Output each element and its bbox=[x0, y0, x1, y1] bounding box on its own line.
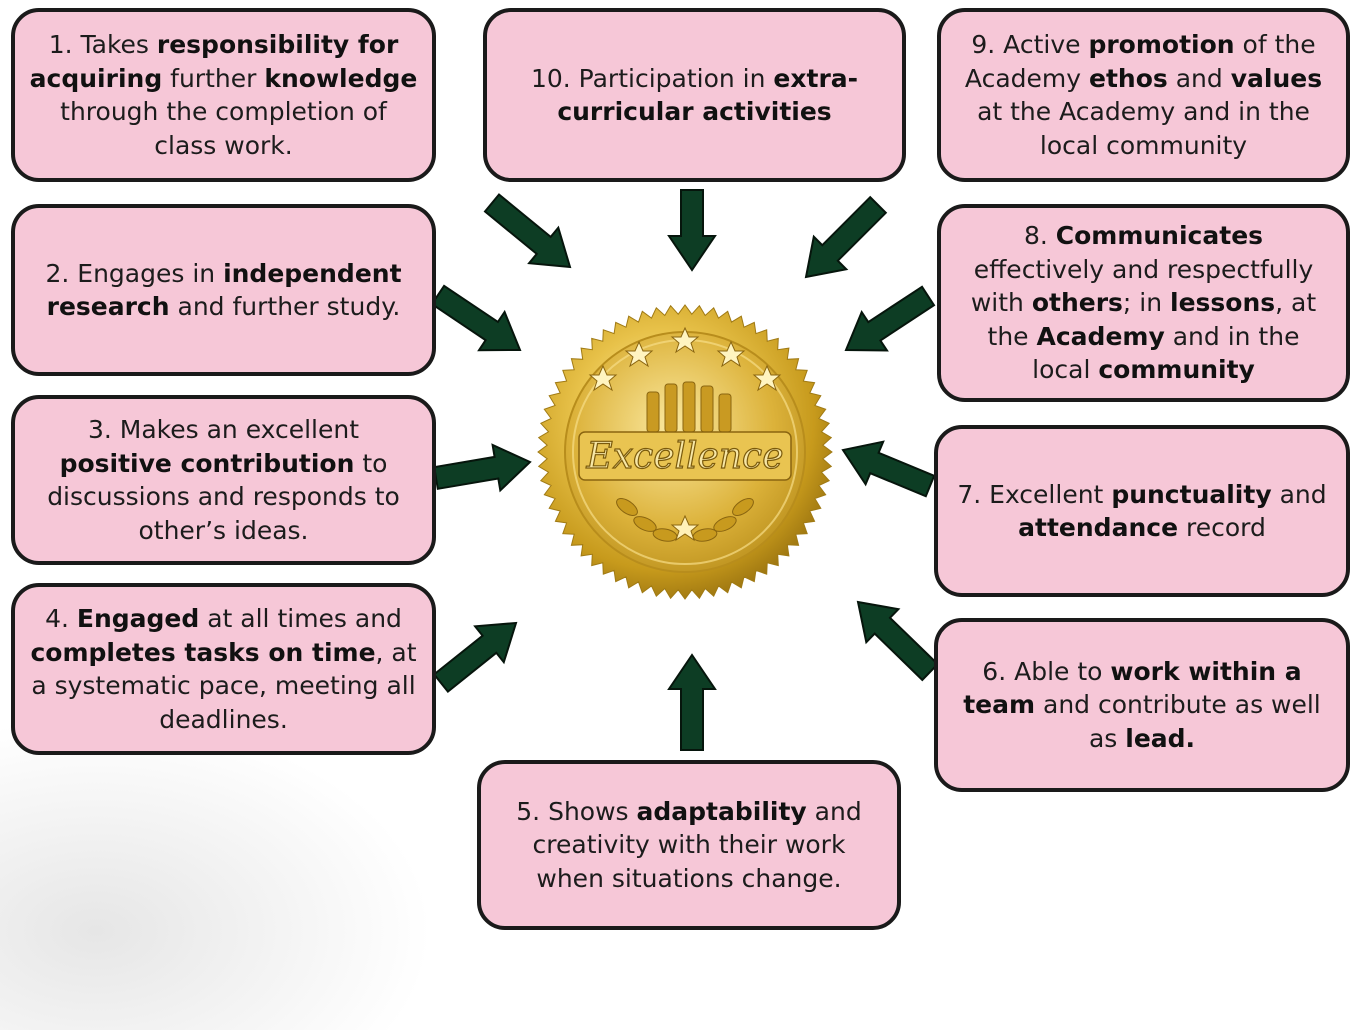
bold-phrase: others bbox=[1031, 288, 1123, 318]
item-text-6: 6. Able to work within a team and contri… bbox=[952, 655, 1332, 756]
item-box-1: 1. Takes responsibility for acquiring fu… bbox=[11, 8, 436, 182]
text-phrase: 4. bbox=[45, 604, 77, 633]
bold-phrase: extra-curricular activities bbox=[557, 63, 859, 127]
bold-phrase: community bbox=[1098, 355, 1255, 385]
arrow-from-item-8 bbox=[844, 285, 936, 352]
bold-phrase: ethos bbox=[1089, 63, 1168, 93]
item-text-9: 9. Active promotion of the Academy ethos… bbox=[955, 28, 1332, 162]
bold-phrase: lessons bbox=[1170, 288, 1276, 318]
text-phrase: 2. Engages in bbox=[45, 258, 224, 288]
bold-phrase: adaptability bbox=[636, 796, 807, 826]
arrow-from-item-3 bbox=[433, 443, 532, 493]
text-phrase: at the Academy and in the local communit… bbox=[977, 97, 1310, 160]
bold-phrase: values bbox=[1230, 63, 1323, 93]
item-text-1: 1. Takes responsibility for acquiring fu… bbox=[29, 28, 418, 162]
item-box-7: 7. Excellent punctuality and attendance … bbox=[934, 425, 1350, 597]
text-phrase: and bbox=[1167, 63, 1231, 93]
arrow-from-item-10 bbox=[667, 189, 717, 272]
item-text-7: 7. Excellent punctuality and attendance … bbox=[952, 478, 1332, 545]
text-phrase: , at the bbox=[987, 288, 1317, 351]
bold-phrase: attendance bbox=[1018, 513, 1179, 542]
bold-phrase: completes tasks on time bbox=[30, 637, 376, 667]
text-phrase: and further study. bbox=[169, 292, 401, 321]
text-phrase: effectively and respectfully with bbox=[970, 254, 1314, 318]
item-box-3: 3. Makes an excellent positive contribut… bbox=[11, 395, 436, 565]
text-phrase: 10. Participation in bbox=[530, 63, 774, 93]
text-phrase: and contribute as well as bbox=[1035, 690, 1321, 753]
item-box-8: 8. Communicates effectively and respectf… bbox=[937, 204, 1350, 402]
bold-phrase: punctuality bbox=[1111, 479, 1272, 509]
text-phrase: , at a systematic pace, meeting all dead… bbox=[31, 637, 417, 734]
item-box-5: 5. Shows adaptability and creativity wit… bbox=[477, 760, 901, 930]
bold-phrase: responsibility for acquiring bbox=[29, 30, 399, 93]
arrow-from-item-5 bbox=[667, 653, 717, 751]
item-box-9: 9. Active promotion of the Academy ethos… bbox=[937, 8, 1350, 182]
arrow-from-item-2 bbox=[430, 284, 522, 352]
arrow-from-item-7 bbox=[841, 440, 936, 498]
bold-phrase: Academy bbox=[1036, 321, 1165, 351]
text-phrase: to discussions and responds to other’s i… bbox=[47, 448, 400, 545]
text-phrase: and bbox=[1271, 479, 1327, 509]
torch-rays-icon bbox=[646, 381, 732, 433]
text-phrase: 3. Makes an excellent bbox=[87, 415, 360, 444]
item-text-4: 4. Engaged at all times and completes ta… bbox=[29, 602, 418, 736]
seal-label: Excellence bbox=[585, 436, 783, 477]
bold-phrase: lead. bbox=[1125, 723, 1196, 753]
star-icons bbox=[588, 326, 782, 392]
text-phrase: 7. Excellent bbox=[957, 479, 1112, 509]
text-phrase: ; in bbox=[1122, 288, 1171, 318]
item-box-4: 4. Engaged at all times and completes ta… bbox=[11, 583, 436, 755]
text-phrase: and in the local bbox=[1032, 321, 1300, 385]
seal-banner bbox=[578, 431, 792, 481]
text-phrase: of the Academy bbox=[964, 30, 1316, 93]
bold-phrase: independent research bbox=[46, 258, 402, 322]
text-phrase: record bbox=[1178, 513, 1266, 542]
bold-phrase: Communicates bbox=[1055, 221, 1264, 251]
item-text-5: 5. Shows adaptability and creativity wit… bbox=[495, 795, 883, 896]
text-phrase: and creativity with their work when situ… bbox=[532, 796, 862, 893]
laurel-icon bbox=[616, 498, 754, 542]
item-text-3: 3. Makes an excellent positive contribut… bbox=[29, 413, 418, 547]
arrow-from-item-6 bbox=[856, 600, 940, 682]
arrow-from-item-4 bbox=[432, 621, 518, 694]
arrow-from-item-1 bbox=[483, 193, 572, 269]
bold-phrase: Engaged bbox=[76, 604, 200, 633]
text-phrase: further bbox=[162, 63, 265, 93]
item-text-10: 10. Participation in extra-curricular ac… bbox=[501, 62, 888, 129]
item-box-2: 2. Engages in independent research and f… bbox=[11, 204, 436, 376]
excellence-seal: Excellence bbox=[537, 304, 833, 600]
text-phrase: 5. Shows bbox=[516, 796, 637, 826]
bold-phrase: work within a team bbox=[963, 656, 1302, 720]
item-box-10: 10. Participation in extra-curricular ac… bbox=[483, 8, 906, 182]
bold-phrase: promotion bbox=[1088, 30, 1235, 59]
text-phrase: 6. Able to bbox=[982, 656, 1111, 686]
bold-phrase: knowledge bbox=[264, 63, 418, 93]
bold-phrase: positive contribution bbox=[59, 448, 355, 478]
text-phrase: 1. Takes bbox=[48, 30, 157, 59]
text-phrase: at all times and bbox=[199, 604, 402, 633]
text-phrase: through the completion of class work. bbox=[60, 97, 387, 160]
arrows-layer bbox=[430, 189, 940, 751]
text-phrase: 9. Active bbox=[971, 30, 1089, 59]
item-text-2: 2. Engages in independent research and f… bbox=[29, 257, 418, 324]
item-box-6: 6. Able to work within a team and contri… bbox=[934, 618, 1350, 792]
arrow-from-item-9 bbox=[804, 195, 888, 279]
text-phrase: 8. bbox=[1023, 221, 1056, 251]
item-text-8: 8. Communicates effectively and respectf… bbox=[955, 219, 1332, 387]
